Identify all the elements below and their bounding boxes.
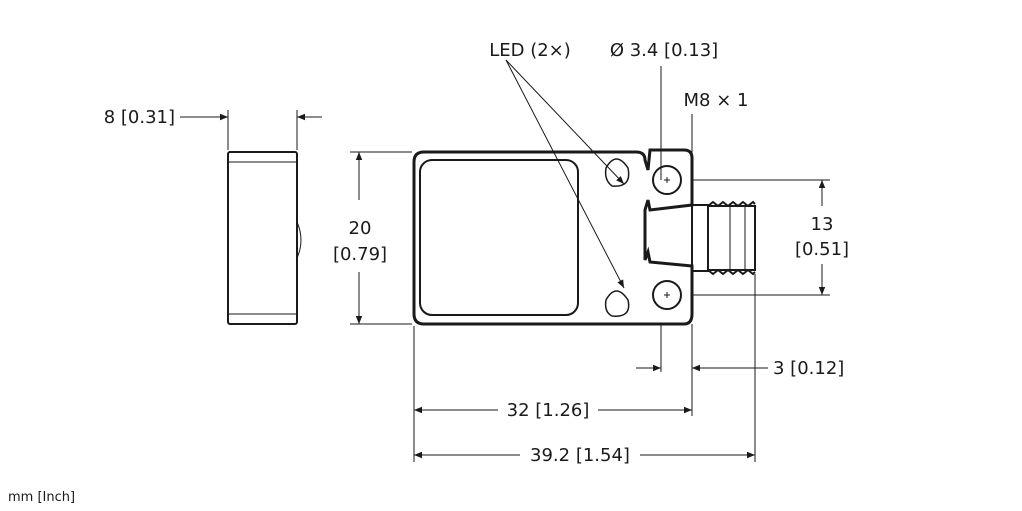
body-length-label: 32 [1.26] bbox=[507, 400, 590, 421]
m8-connector bbox=[691, 200, 756, 276]
sensor-body bbox=[412, 148, 694, 326]
hole-diameter-label: Ø 3.4 [0.13] bbox=[610, 40, 718, 61]
offset-label: 3 [0.12] bbox=[773, 358, 844, 379]
units-label: mm [Inch] bbox=[8, 490, 75, 505]
mount-hole-top bbox=[652, 165, 682, 195]
thread-label: M8 × 1 bbox=[684, 90, 749, 111]
pitch-mm-label: 13 bbox=[811, 214, 834, 235]
side-width-label: 8 [0.31] bbox=[104, 107, 175, 128]
total-length-label: 39.2 [1.54] bbox=[530, 445, 630, 466]
mount-hole-bottom bbox=[652, 280, 682, 310]
pitch-in-label: [0.51] bbox=[795, 239, 849, 260]
led-bottom bbox=[604, 290, 630, 317]
height-mm-label: 20 bbox=[349, 218, 372, 239]
side-view bbox=[180, 110, 322, 325]
led-top bbox=[604, 158, 630, 187]
led-label: LED (2×) bbox=[489, 40, 571, 61]
height-in-label: [0.79] bbox=[333, 244, 387, 265]
